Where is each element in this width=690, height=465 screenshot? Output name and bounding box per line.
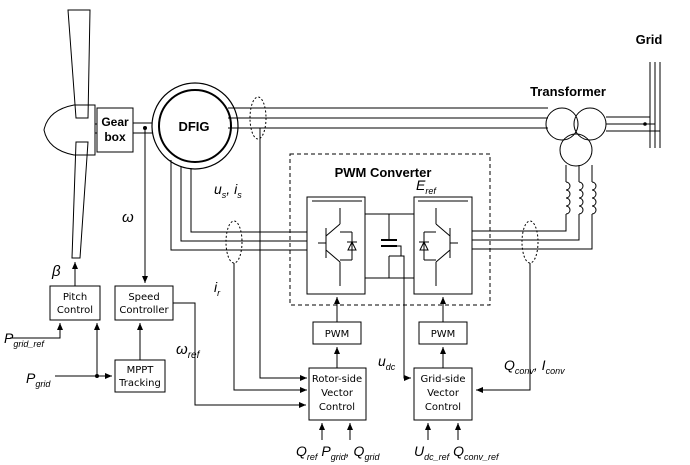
grid-side-vector-control: Grid-side Vector Control (413, 367, 473, 421)
speed-controller-line1: Speed (128, 292, 159, 303)
stator-lines (228, 107, 548, 129)
transformer-label: Transformer (530, 84, 606, 99)
turbine-blades (43, 9, 96, 259)
pgrid-symbol: Pgrid (26, 370, 51, 389)
turbine-hub (43, 104, 96, 156)
transformer: Transformer (530, 84, 607, 167)
eref-symbol: Eref (416, 177, 437, 196)
dc-link (365, 213, 414, 279)
grid-current-sensor (521, 220, 539, 264)
stator-current-sensor (249, 96, 267, 140)
rotor-side-label-line2: Vector (321, 388, 354, 399)
omega-ref-symbol: ωref (176, 341, 201, 361)
grid-side-inductors (565, 181, 597, 215)
speed-controller-block: Speed Controller (114, 285, 174, 321)
pitch-control-block: Pitch Control (49, 285, 101, 321)
dfig-label: DFIG (178, 119, 209, 134)
pwm-converter-boundary (289, 153, 491, 306)
speed-controller-line2: Controller (119, 305, 169, 316)
grid-label: Grid (636, 32, 663, 47)
udc-symbol: udc (378, 353, 396, 372)
grid-side-label-line2: Vector (427, 388, 460, 399)
qconv-iconv-symbol: Qconv, Iconv (504, 357, 565, 376)
beta-symbol: β (51, 263, 61, 280)
pwm-left-label: PWM (325, 329, 350, 340)
mppt-line1: MPPT (127, 365, 155, 376)
rotor-side-vector-control: Rotor-side Vector Control (308, 367, 367, 421)
rotor-side-converter (306, 196, 366, 295)
gearbox: Gear box (96, 107, 134, 153)
grid-side-label-line3: Control (425, 402, 461, 413)
rotor-current-sensor (225, 220, 243, 264)
ir-symbol: ir (214, 279, 221, 298)
grid-bus: Grid (636, 32, 663, 148)
gearbox-label-line1: Gear (101, 115, 129, 129)
pwm-block-right: PWM (418, 321, 468, 345)
omega-symbol: ω (122, 209, 134, 226)
us-is-symbol: us, is (214, 181, 242, 200)
rotor-lines (170, 160, 307, 251)
pgrid-ref-symbol: Pgrid_ref (4, 330, 45, 349)
rotor-side-label-line1: Rotor-side (312, 374, 362, 385)
mppt-tracking-block: MPPT Tracking (114, 359, 166, 393)
pwm-converter-label: PWM Converter (335, 165, 432, 180)
mppt-line2: Tracking (118, 378, 161, 389)
rotor-side-label-line3: Control (319, 402, 355, 413)
gearbox-label-line2: box (104, 130, 126, 144)
pwm-right-label: PWM (431, 329, 456, 340)
grid-side-label-line1: Grid-side (420, 374, 465, 385)
pitch-control-line1: Pitch (63, 292, 87, 303)
grid-side-converter (413, 196, 473, 295)
pwm-block-left: PWM (312, 321, 362, 345)
dfig-generator: DFIG (151, 82, 239, 170)
pitch-control-line2: Control (57, 305, 93, 316)
